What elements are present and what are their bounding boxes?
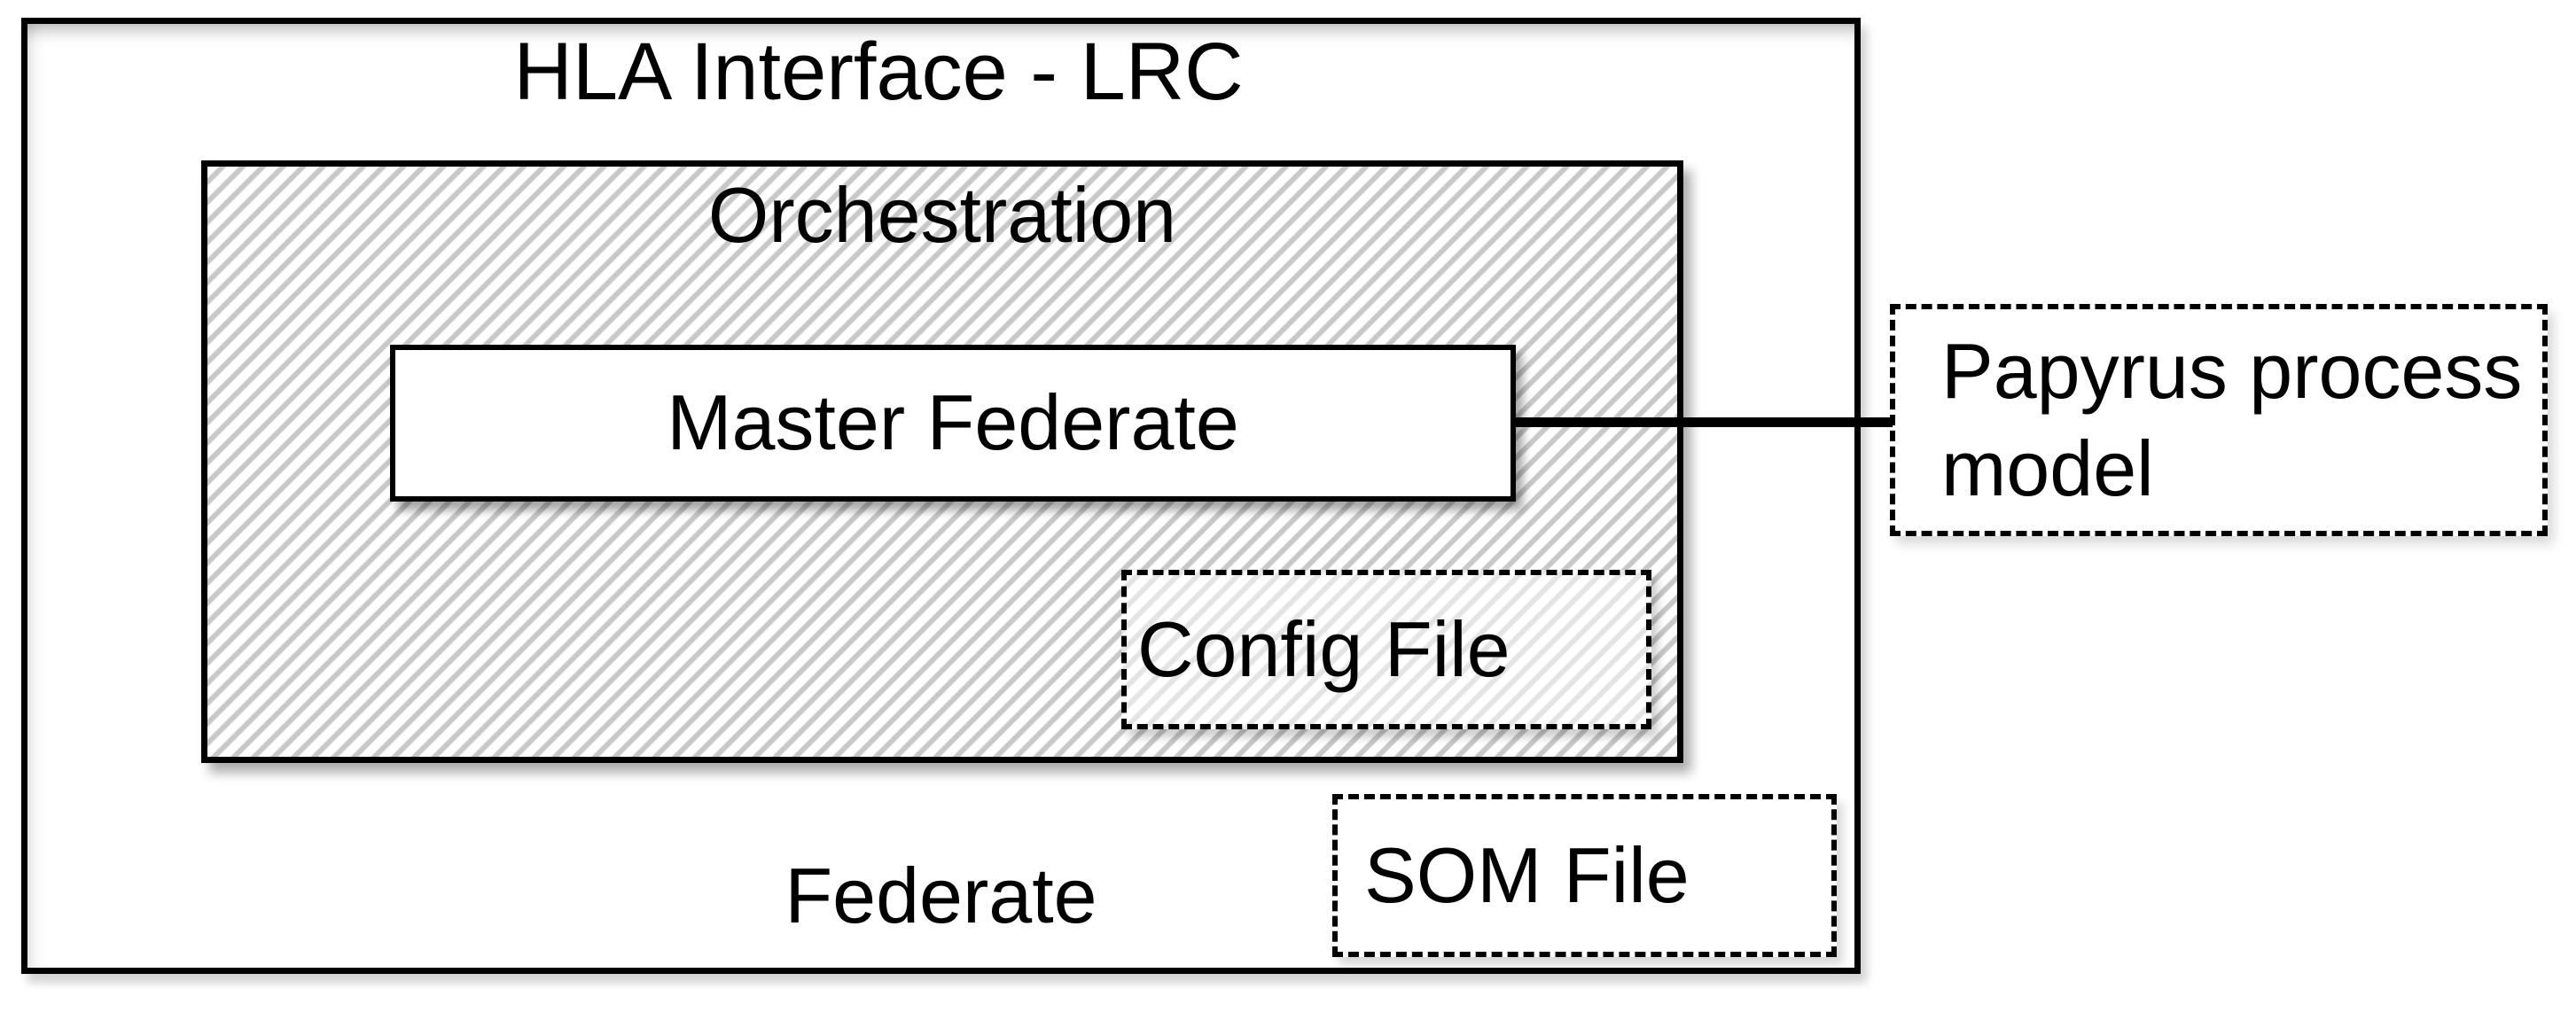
federate-label: Federate	[785, 852, 1097, 939]
connector-line	[1516, 417, 1893, 427]
papyrus-process-model-label: Papyrus process model	[1941, 327, 2523, 512]
hla-interface-title: HLA Interface - LRC	[513, 27, 1244, 117]
hla-interface-outer-box: HLA Interface - LRC Orchestration Master…	[21, 18, 1861, 974]
orchestration-box: Orchestration Master Federate Config Fil…	[201, 160, 1683, 763]
som-file-box: SOM File	[1332, 794, 1837, 957]
som-file-label: SOM File	[1364, 830, 1690, 919]
config-file-label: Config File	[1137, 604, 1510, 693]
master-federate-box: Master Federate	[390, 345, 1516, 502]
orchestration-label: Orchestration	[707, 171, 1177, 259]
config-file-box: Config File	[1121, 570, 1651, 729]
papyrus-process-model-box: Papyrus process model	[1890, 304, 2548, 536]
master-federate-label: Master Federate	[667, 378, 1239, 467]
